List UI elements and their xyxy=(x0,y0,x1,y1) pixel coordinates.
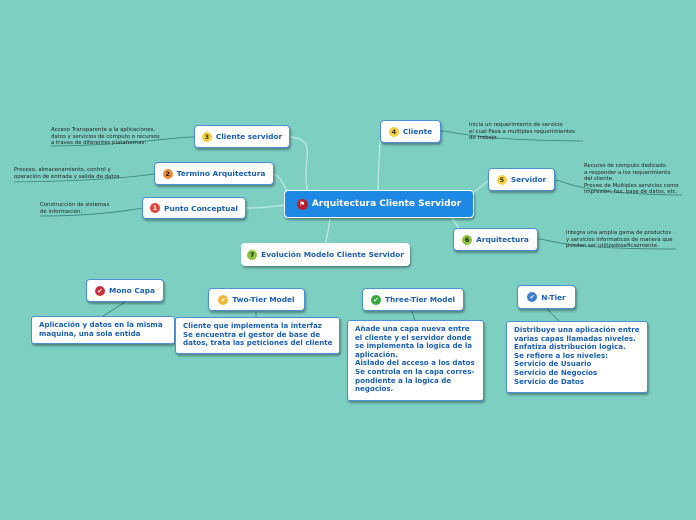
note-servidor: Recurso de computo dedicado a responder … xyxy=(584,163,679,196)
check-icon: ✔ xyxy=(218,294,229,305)
priority-1-icon: 1 xyxy=(150,203,161,213)
note-termino-arquitectura: Proceso, almacenamiento, control y opera… xyxy=(14,167,122,180)
model-three-tier[interactable]: ✔ Three-Tier Model xyxy=(362,288,464,311)
central-title: Arquitectura Cliente Servidor xyxy=(311,199,462,209)
priority-6-icon: 6 xyxy=(462,234,473,245)
flag-icon: ⚑ xyxy=(296,198,308,210)
priority-4-icon: 4 xyxy=(388,126,399,137)
note-arquitectura: integra una amplia gama de productos y s… xyxy=(566,230,673,250)
desc-two-tier: Cliente que implementa la interfaz Se en… xyxy=(175,317,340,354)
topic-arquitectura[interactable]: 6 Arquitectura xyxy=(453,228,538,251)
check-icon: ✔ xyxy=(527,292,538,302)
model-mono-capa[interactable]: ✔ Mono Capa xyxy=(86,279,164,302)
topic-servidor[interactable]: 5 Servidor xyxy=(488,168,555,191)
desc-three-tier: Añade una capa nueva entre el cliente y … xyxy=(347,320,484,401)
topic-evolucion-modelo[interactable]: 7 Evolución Modelo Cliente Servidor xyxy=(241,243,410,266)
model-n-tier[interactable]: ✔ N-Tier xyxy=(517,285,576,309)
topic-label: Evolución Modelo Cliente Servidor xyxy=(261,250,404,259)
topic-label: Termino Arquitectura xyxy=(176,169,266,178)
desc-mono-capa: Aplicación y datos en la misma maquina, … xyxy=(31,316,175,344)
priority-3-icon: 3 xyxy=(201,131,212,142)
check-icon: ✔ xyxy=(370,294,381,305)
topic-punto-conceptual[interactable]: 1 Punto Conceptual xyxy=(142,197,246,219)
note-cliente: Inicia un requerimiento de servicio el c… xyxy=(469,122,576,142)
topic-termino-arquitectura[interactable]: 2 Termino Arquitectura xyxy=(154,162,274,185)
note-punto-conceptual: Construcción de sistemas de información. xyxy=(40,202,110,215)
model-label: Mono Capa xyxy=(108,286,156,295)
model-label: N-Tier xyxy=(541,292,566,302)
topic-label: Cliente xyxy=(402,127,433,136)
priority-7-icon: 7 xyxy=(247,249,258,260)
topic-label: Cliente servidor xyxy=(215,132,283,141)
model-label: Three-Tier Model xyxy=(384,295,456,304)
topic-label: Servidor xyxy=(510,175,547,184)
topic-label: Arquitectura xyxy=(476,235,529,244)
priority-2-icon: 2 xyxy=(162,168,173,179)
priority-5-icon: 5 xyxy=(496,174,507,185)
topic-cliente-servidor[interactable]: 3 Cliente servidor xyxy=(194,125,290,148)
topic-cliente[interactable]: 4 Cliente xyxy=(380,120,441,143)
model-two-tier[interactable]: ✔ Two-Tier Model xyxy=(208,288,305,311)
check-icon: ✔ xyxy=(94,285,105,296)
topic-label: Punto Conceptual xyxy=(164,203,238,213)
model-label: Two-Tier Model xyxy=(232,295,295,304)
desc-n-tier: Distribuye una aplicación entre varias c… xyxy=(506,321,648,393)
central-topic[interactable]: ⚑ Arquitectura Cliente Servidor xyxy=(284,190,474,218)
note-cliente-servidor: Acceso Transparente a la aplicaciones, d… xyxy=(51,127,160,147)
